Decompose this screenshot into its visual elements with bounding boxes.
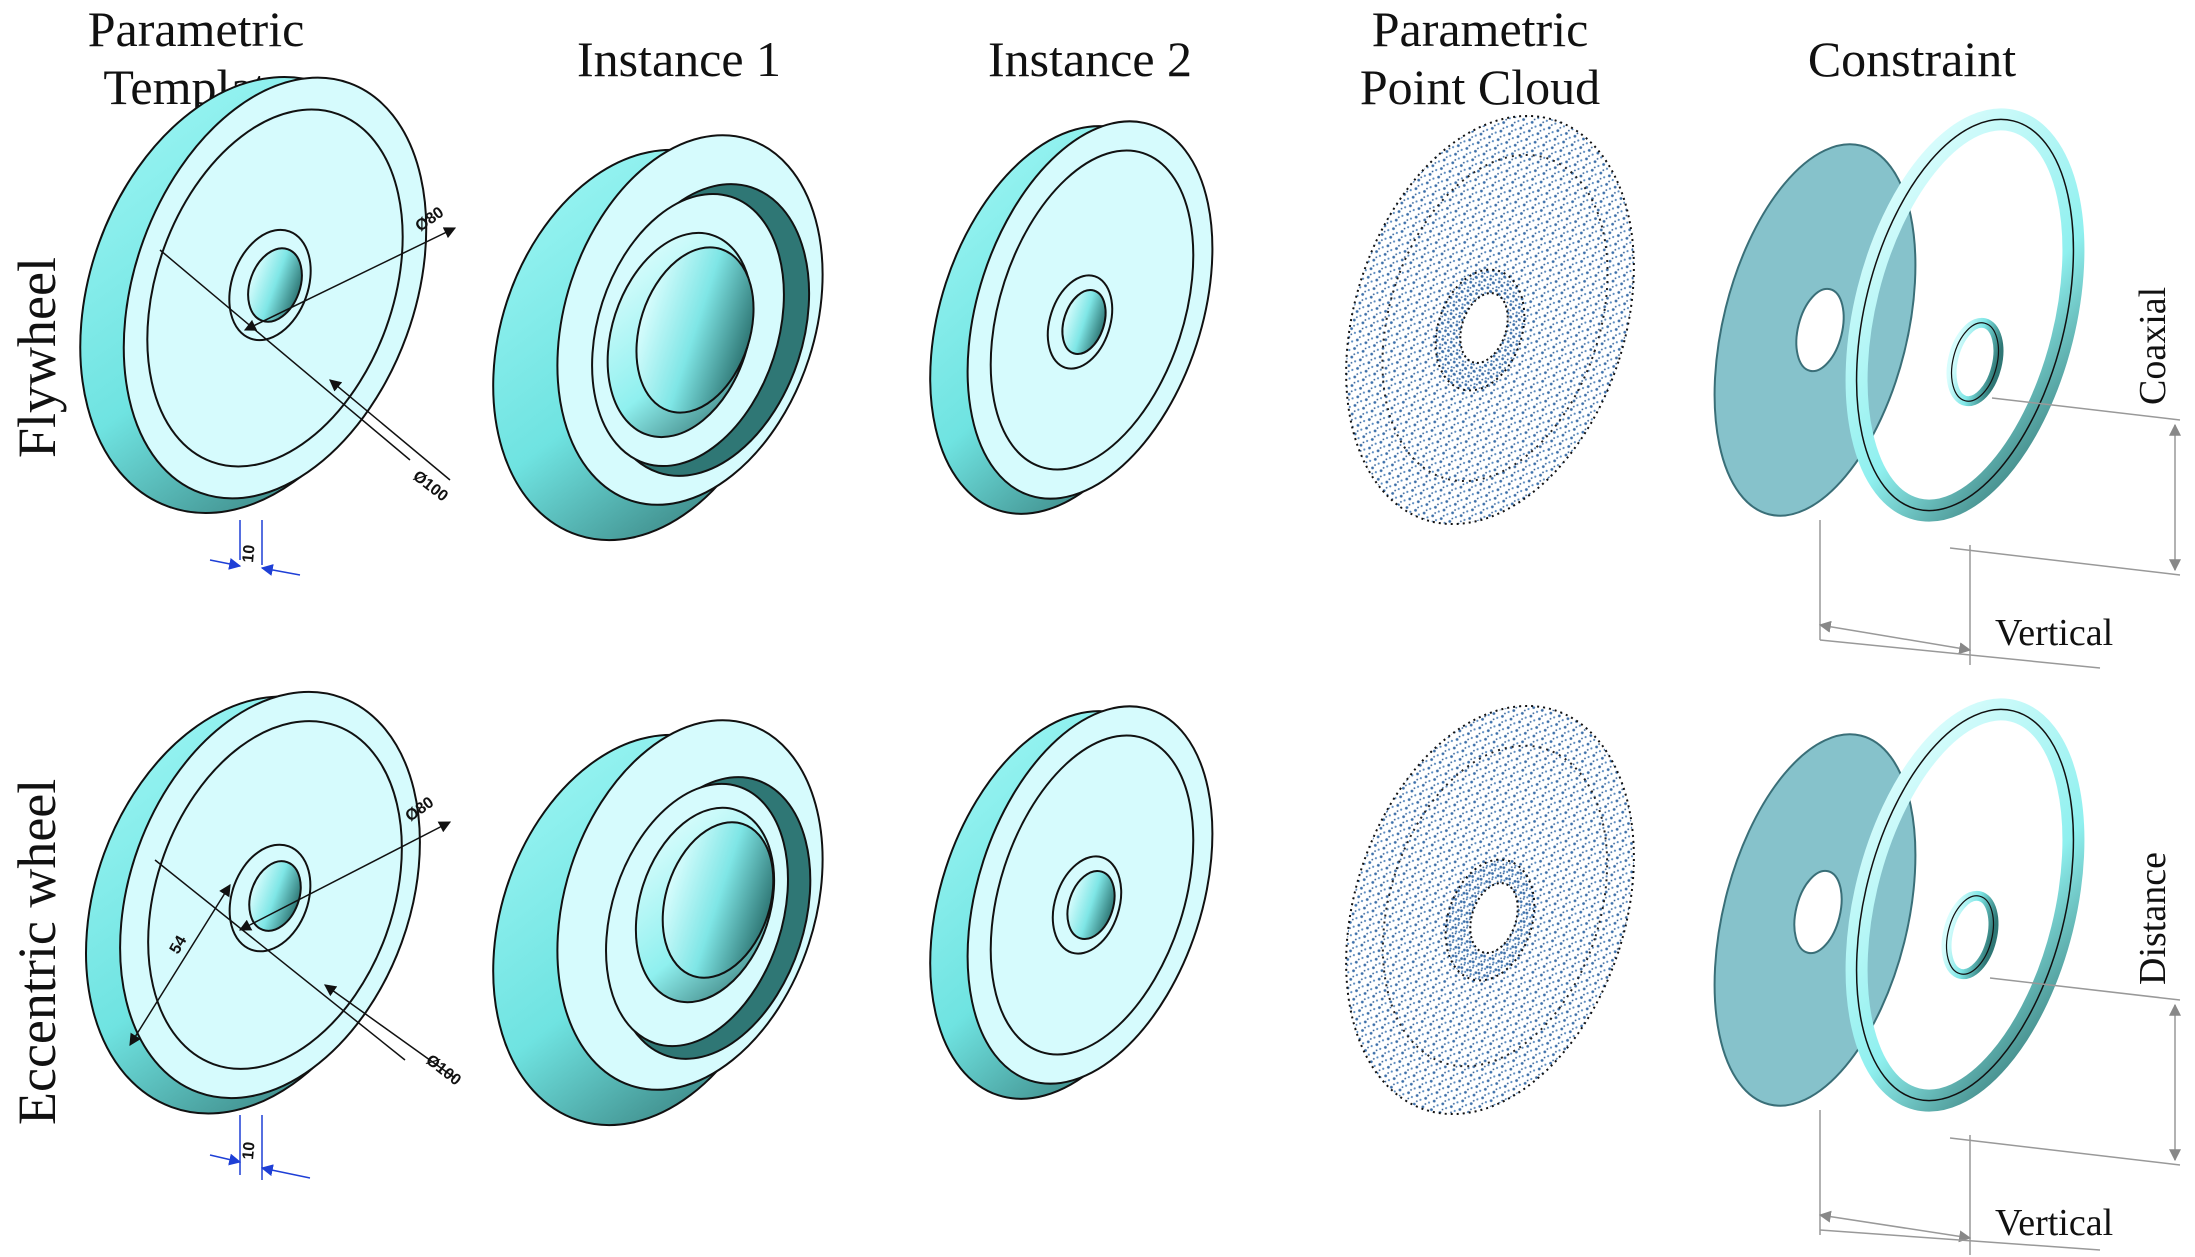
flywheel-dim-outer-diameter: Ø100 (410, 468, 451, 506)
eccentric-constraint-vertical: Vertical (1995, 1202, 2113, 1244)
flywheel-instance-2-model (929, 120, 1214, 515)
eccentric-instance-2-model (929, 705, 1214, 1100)
eccentric-constraint-diagram (1713, 698, 2181, 1255)
flywheel-instance-1-model (492, 134, 824, 542)
col-header-constraint: Constraint (1722, 30, 2102, 88)
col-header-line1: Parametric (87, 1, 305, 57)
col-header-instance-1: Instance 1 (489, 30, 869, 88)
col-header-instance-2: Instance 2 (900, 30, 1280, 88)
col-header-line1: Instance 1 (576, 31, 782, 87)
col-header-line1: Constraint (1807, 31, 2017, 87)
flywheel-constraint-vertical: Vertical (1995, 612, 2113, 654)
eccentric-dim-outer-diameter: Ø100 (423, 1052, 464, 1090)
col-header-line1: Instance 2 (987, 31, 1193, 87)
col-header-line2: Point Cloud (1359, 59, 1601, 115)
flywheel-dim-width: 10 (240, 544, 258, 563)
eccentric-dim-offset: 54 (167, 933, 191, 957)
flywheel-point-cloud (1345, 114, 1635, 526)
flywheel-constraint-coaxial: Coaxial (2132, 287, 2174, 405)
flywheel-constraint-diagram (1713, 108, 2181, 669)
eccentric-constraint-distance: Distance (2132, 852, 2174, 985)
flywheel-template-model (79, 76, 457, 576)
col-header-line1: Parametric (1371, 1, 1589, 57)
eccentric-point-cloud (1345, 704, 1635, 1116)
eccentric-dim-width: 10 (240, 1141, 258, 1160)
eccentric-template-model (85, 690, 456, 1180)
col-header-parametric-point-cloud: Parametric Point Cloud (1290, 0, 1670, 116)
eccentric-instance-1-model (492, 719, 824, 1127)
